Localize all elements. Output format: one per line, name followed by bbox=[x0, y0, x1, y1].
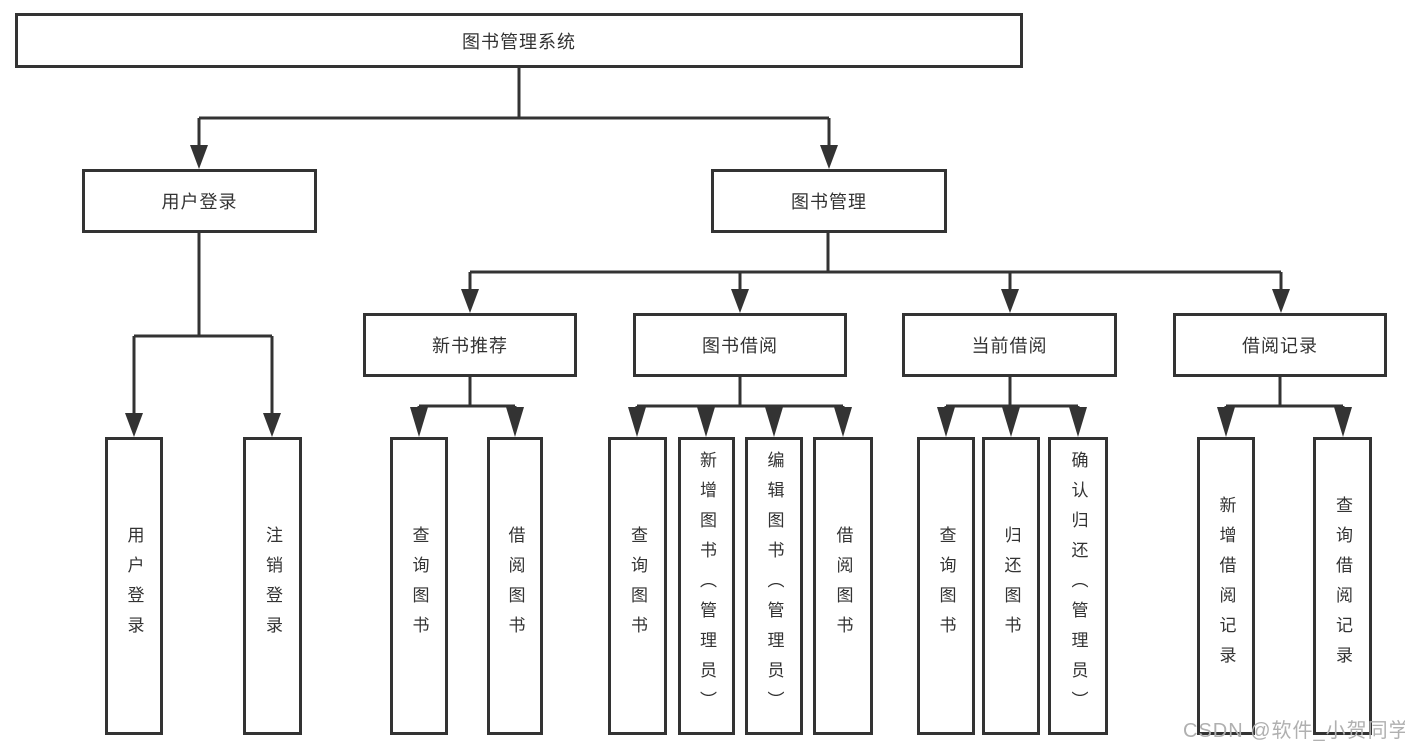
node-label: 查询图书 bbox=[936, 526, 956, 646]
leaf-query-books-recommend: 查询图书 bbox=[390, 437, 448, 735]
node-label: 当前借阅 bbox=[971, 336, 1048, 356]
node-user-login: 用户登录 bbox=[82, 169, 317, 233]
leaf-query-books-borrow: 查询图书 bbox=[608, 437, 667, 735]
node-book-borrowing: 图书借阅 bbox=[633, 313, 847, 377]
leaf-add-book-admin: 新增图书（管理员） bbox=[678, 437, 735, 735]
leaf-logout: 注销登录 bbox=[243, 437, 302, 735]
node-label: 新增借阅记录 bbox=[1216, 496, 1236, 676]
node-new-book-recommendation: 新书推荐 bbox=[363, 313, 577, 377]
leaf-edit-book-admin: 编辑图书（管理员） bbox=[745, 437, 803, 735]
leaf-add-borrow-record: 新增借阅记录 bbox=[1197, 437, 1255, 735]
node-label: 图书管理 bbox=[791, 192, 867, 212]
csdn-watermark: CSDN @软件_小贺同学 bbox=[1183, 720, 1405, 742]
node-borrowing-records: 借阅记录 bbox=[1173, 313, 1387, 377]
node-label: 确认归还（管理员） bbox=[1068, 451, 1088, 721]
node-current-borrowing: 当前借阅 bbox=[902, 313, 1117, 377]
edges-book-borrowing bbox=[635, 377, 845, 410]
node-label: 查询图书 bbox=[409, 526, 429, 646]
edges-borrowing-records bbox=[1224, 377, 1345, 410]
leaf-borrow-books-borrow: 借阅图书 bbox=[813, 437, 873, 735]
node-label: 借阅图书 bbox=[505, 526, 525, 646]
edges-book-management bbox=[468, 233, 1283, 291]
node-label: 图书借阅 bbox=[702, 336, 778, 356]
node-label: 编辑图书（管理员） bbox=[764, 451, 784, 721]
node-label: 查询借阅记录 bbox=[1333, 496, 1352, 676]
arrowheads bbox=[125, 145, 1352, 437]
node-library-system: 图书管理系统 bbox=[15, 13, 1023, 68]
leaf-query-borrow-record: 查询借阅记录 bbox=[1313, 437, 1372, 735]
node-label: 查询图书 bbox=[628, 526, 647, 646]
leaf-borrow-books-recommend: 借阅图书 bbox=[487, 437, 543, 735]
node-label: 图书管理系统 bbox=[462, 31, 576, 52]
node-label: 用户登录 bbox=[161, 192, 238, 212]
node-label: 新增图书（管理员） bbox=[697, 451, 716, 721]
edges-root bbox=[197, 68, 831, 147]
node-label: 用户登录 bbox=[124, 526, 144, 646]
leaf-confirm-return-admin: 确认归还（管理员） bbox=[1048, 437, 1108, 735]
node-label: 借阅图书 bbox=[833, 526, 853, 646]
node-label: 归还图书 bbox=[1001, 526, 1021, 646]
leaf-return-books: 归还图书 bbox=[982, 437, 1040, 735]
edges-current-borrowing bbox=[944, 377, 1080, 410]
node-label: 注销登录 bbox=[263, 526, 282, 646]
node-label: 新书推荐 bbox=[432, 336, 508, 356]
edges-user-login bbox=[132, 233, 274, 415]
edges-new-book-recommendation bbox=[417, 377, 517, 410]
leaf-user-login: 用户登录 bbox=[105, 437, 163, 735]
node-label: 借阅记录 bbox=[1242, 336, 1318, 356]
leaf-query-books-current: 查询图书 bbox=[917, 437, 975, 735]
node-book-management: 图书管理 bbox=[711, 169, 947, 233]
